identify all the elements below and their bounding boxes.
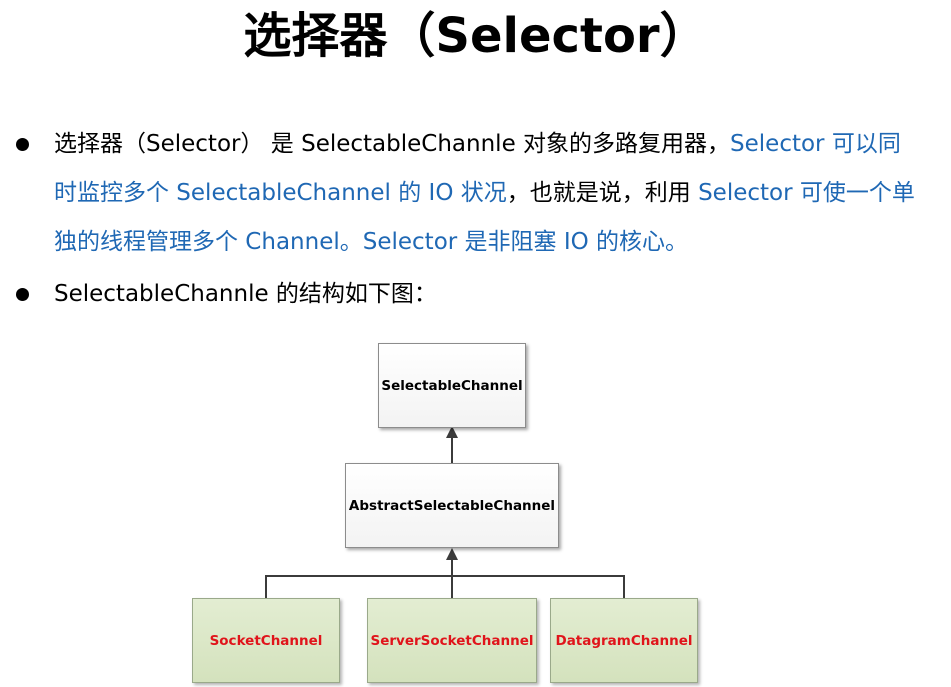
class-box-abstract-selectable-channel: AbstractSelectableChannel (345, 463, 559, 548)
bullet-text: SelectableChannle 的结构如下图： (54, 281, 437, 307)
connector-line (451, 436, 453, 464)
bullet-text: 选择器（Selector） 是 SelectableChannle 对象的多路复… (54, 120, 916, 267)
class-box-socket-channel: SocketChannel (192, 598, 340, 683)
bullet-item-selector-intro: 选择器（Selector） 是 SelectableChannle 对象的多路复… (16, 120, 916, 267)
bullet-text-blue: Selector 可以同时监控多个 SelectableChannel 的 IO… (54, 131, 901, 206)
bullet-dot-icon (16, 288, 29, 301)
connector-line (265, 575, 625, 577)
bullet-text-black: 选择器（Selector） 是 SelectableChannle 对象的多路复… (54, 131, 731, 157)
bullet-dot-icon (16, 138, 29, 151)
arrow-up-icon (446, 426, 458, 438)
bullet-text-black: ，也就是说，利用 (506, 180, 699, 206)
arrow-up-icon (446, 548, 458, 560)
class-box-selectable-channel: SelectableChannel (378, 343, 526, 428)
page-title: 选择器（Selector） (243, 8, 708, 64)
class-box-server-socket-channel: ServerSocketChannel (367, 598, 537, 683)
bullet-list: 选择器（Selector） 是 SelectableChannle 对象的多路复… (16, 120, 916, 319)
class-box-datagram-channel: DatagramChannel (550, 598, 698, 683)
connector-line (623, 575, 625, 599)
bullet-item-structure: SelectableChannle 的结构如下图： (16, 270, 916, 319)
bullet-text-blue: Selector 可使一个单独的线程管理多个 Channel。Selector … (54, 180, 915, 255)
connector-line (265, 575, 267, 599)
connector-line (451, 557, 453, 599)
